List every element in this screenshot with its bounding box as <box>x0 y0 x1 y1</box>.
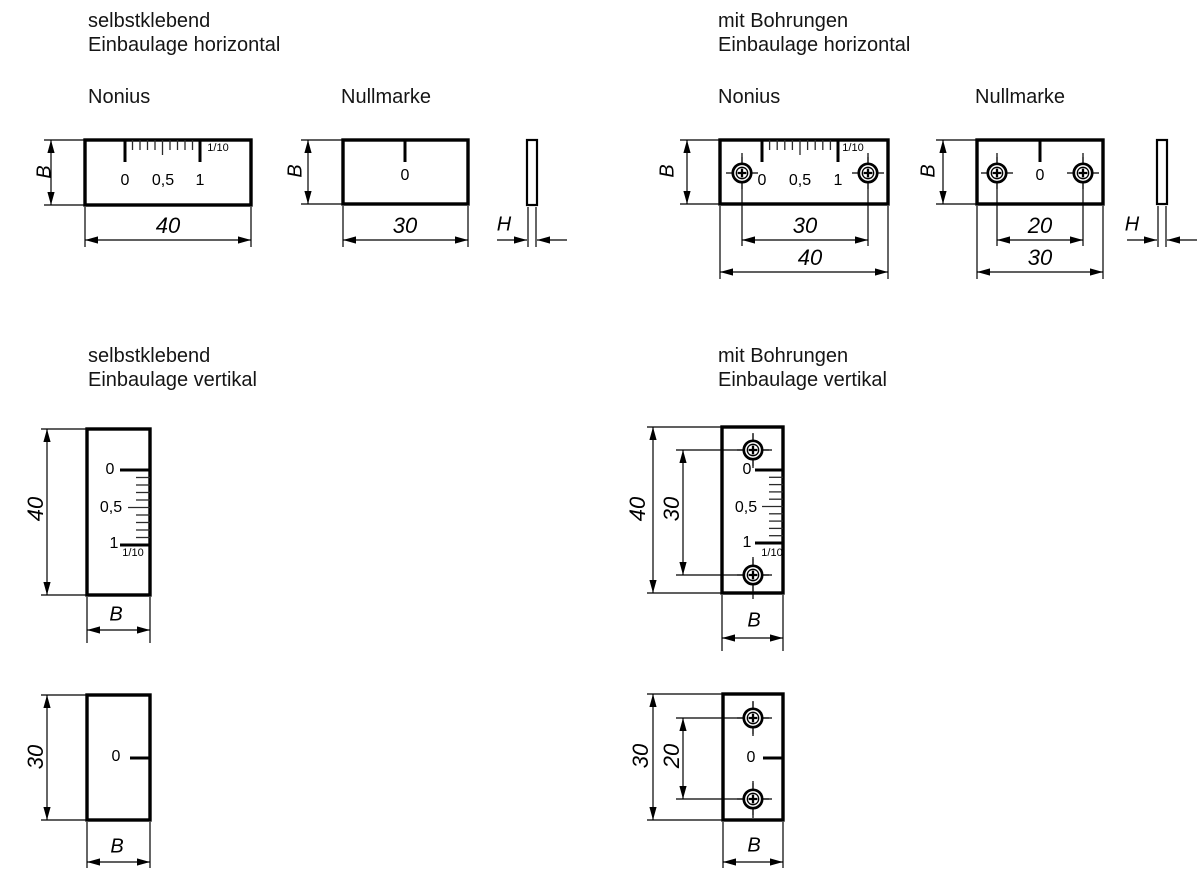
scale-label-0-5: 0,5 <box>151 172 175 189</box>
variant-label-nullmarke: Nullmarke <box>341 86 432 108</box>
drawing-nullmarke-vertical-adhesive <box>41 693 152 868</box>
dim-label-b: B <box>917 164 940 178</box>
dim-label-40: 40 <box>23 496 48 522</box>
scale-ticks <box>755 468 783 545</box>
drawing-nonius-vertical-adhesive <box>41 427 152 643</box>
drawing-nonius-vertical-holes <box>647 425 785 651</box>
dim-label-40: 40 <box>155 213 181 238</box>
scale-label-0: 0 <box>400 167 410 184</box>
scale-label-1-10: 1/10 <box>761 547 783 559</box>
drawing-nullmarke-horizontal-adhesive <box>301 138 470 247</box>
scale-ticks <box>760 140 840 162</box>
section-title-orientation: Einbaulage horizontal <box>718 34 911 56</box>
drawing-side-view-left <box>497 138 567 247</box>
scale-label-0: 0 <box>746 749 756 766</box>
dim-label-30: 30 <box>392 213 418 238</box>
dim-label-h: H <box>1124 213 1140 236</box>
variant-label-nonius: Nonius <box>88 86 151 108</box>
drawing-nullmarke-vertical-holes <box>647 692 785 868</box>
dim-label-20: 20 <box>1027 213 1053 238</box>
scale-label-0: 0 <box>111 748 121 765</box>
scale-label-0: 0 <box>757 172 767 189</box>
variant-label-nonius: Nonius <box>718 86 781 108</box>
drawing-side-view-right <box>1127 138 1197 247</box>
scale-label-1: 1 <box>195 172 205 189</box>
scale-label-0-5: 0,5 <box>734 499 758 516</box>
dim-label-b: B <box>284 164 307 178</box>
dim-label-h: H <box>496 213 512 236</box>
section-title-material: selbstklebend <box>88 10 211 32</box>
dim-label-30: 30 <box>1027 245 1053 270</box>
scale-label-0: 0 <box>120 172 130 189</box>
section-title-material: mit Bohrungen <box>718 345 849 367</box>
dim-label-30: 30 <box>628 743 653 769</box>
drawing-nullmarke-horizontal-holes <box>936 138 1105 279</box>
scale-label-0: 0 <box>742 461 752 478</box>
dim-label-b: B <box>656 164 679 178</box>
scale-label-1-10: 1/10 <box>842 142 864 154</box>
scale-label-0: 0 <box>105 461 115 478</box>
dim-label-40: 40 <box>625 496 650 522</box>
section-title-orientation: Einbaulage vertikal <box>718 369 887 391</box>
scale-label-0-5: 0,5 <box>788 172 812 189</box>
drawing-nonius-horizontal-holes <box>680 138 890 279</box>
dim-label-30: 30 <box>23 744 48 770</box>
section-title-material: mit Bohrungen <box>718 10 849 32</box>
section-title-material: selbstklebend <box>88 345 211 367</box>
scale-ticks <box>120 468 150 547</box>
section-title-orientation: Einbaulage vertikal <box>88 369 257 391</box>
dim-label-b: B <box>747 834 761 857</box>
plate-outline <box>341 138 470 206</box>
dim-label-30: 30 <box>659 496 684 522</box>
scale-label-0-5: 0,5 <box>99 499 123 516</box>
scale-label-1: 1 <box>109 535 119 552</box>
dim-label-b: B <box>109 603 123 626</box>
strip-side-outline <box>525 138 539 207</box>
plate-outline <box>85 427 152 597</box>
dim-label-20: 20 <box>659 743 684 769</box>
scale-label-1: 1 <box>833 172 843 189</box>
variant-label-nullmarke: Nullmarke <box>975 86 1066 108</box>
dim-label-40: 40 <box>797 245 823 270</box>
dim-label-b: B <box>110 835 124 858</box>
scale-label-1: 1 <box>742 534 752 551</box>
scale-label-1-10: 1/10 <box>122 547 144 559</box>
dim-label-30: 30 <box>792 213 818 238</box>
dim-label-b: B <box>747 609 761 632</box>
drawing-nonius-horizontal-adhesive <box>44 138 253 247</box>
section-title-orientation: Einbaulage horizontal <box>88 34 281 56</box>
scale-ticks <box>123 140 202 162</box>
plate-outline <box>83 138 253 207</box>
scale-label-1-10: 1/10 <box>207 142 229 154</box>
scale-label-0: 0 <box>1035 167 1045 184</box>
strip-side-outline <box>1155 138 1169 206</box>
dim-label-b: B <box>33 165 56 179</box>
